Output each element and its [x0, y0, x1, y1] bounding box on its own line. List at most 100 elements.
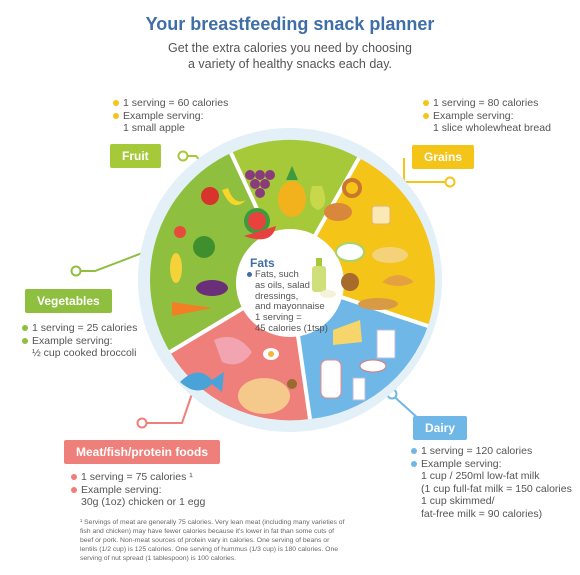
fats-line: as oils, salad — [255, 279, 310, 291]
fruit-info: 1 serving = 60 calories Example serving:… — [113, 97, 228, 135]
corn-icon — [170, 253, 182, 283]
milk-carton-icon — [376, 329, 396, 359]
fats-center — [236, 229, 344, 337]
footnote: ¹ Servings of meat are generally 75 calo… — [80, 518, 510, 563]
grains-tag: Grains — [412, 145, 475, 169]
vegetables-tag: Vegetables — [25, 289, 112, 313]
dairy-example: 1 cup / 250ml low-fat milk — [421, 470, 540, 482]
dairy-foods — [320, 320, 396, 401]
bullet-dot — [113, 112, 119, 119]
grains-info: 1 serving = 80 calories Example serving:… — [423, 97, 551, 135]
bullet-dot — [113, 100, 119, 106]
vegetables-segment — [150, 153, 290, 352]
page-title: Your breastfeeding snack planner — [145, 14, 435, 34]
fats-line: 1 serving = — [255, 312, 302, 324]
dairy-example: (1 cup full-fat milk = 150 calories — [421, 482, 572, 495]
fish-icon — [180, 372, 224, 392]
fruit-serving: 1 serving = 60 calories — [123, 97, 229, 109]
grains-serving: 1 serving = 80 calories — [433, 97, 539, 109]
eggplant-icon — [196, 280, 228, 296]
nuts-icon — [287, 379, 297, 389]
vegetables-example: ½ cup cooked broccoli — [32, 347, 137, 359]
vegetables-serving: 1 serving = 25 calories — [32, 322, 138, 334]
mayonnaise-jar-icon — [320, 290, 336, 298]
bullet-dot — [22, 325, 28, 331]
dairy-example: 1 cup skimmed/ — [421, 495, 495, 507]
bullet-dot — [411, 460, 417, 467]
bread-slice-icon — [371, 205, 391, 225]
vegetables-example-label: Example serving: — [32, 334, 113, 347]
fats-foods — [312, 258, 336, 298]
pretzel-icon — [342, 178, 362, 198]
meat-connector — [146, 384, 196, 424]
vegetables-info: 1 serving = 25 calories Example serving:… — [22, 322, 137, 360]
meat-tag: Meat/fish/protein foods — [64, 440, 220, 464]
bullet-dot — [22, 337, 28, 344]
bullet-dot — [411, 448, 417, 454]
baguette-icon — [358, 298, 398, 310]
watermelon-slice-icon — [244, 226, 276, 240]
fats-title: Fats — [250, 256, 275, 270]
pears-icon — [310, 186, 326, 210]
milk-bottle-icon — [320, 359, 342, 399]
yogurt-bowl-icon — [359, 359, 387, 373]
fats-line: 45 calories (1tsp) — [255, 322, 328, 334]
milk-glass-icon — [352, 377, 366, 401]
vegetables-connector-dot — [70, 265, 82, 277]
tomato-icon — [174, 226, 186, 238]
apple-icon — [201, 187, 219, 205]
fruit-foods — [201, 166, 326, 240]
meat-example-label: Example serving: — [81, 483, 162, 496]
fruit-connector-dot — [177, 150, 189, 162]
meat-connector-dot — [136, 417, 148, 429]
footnote-line: fish and chicken) may have fewer calorie… — [80, 528, 335, 535]
vegetable-foods — [170, 226, 228, 316]
bullet-dot — [71, 474, 77, 480]
grains-connector-dot — [444, 176, 456, 188]
footnote-line: beef or pork. Non-meat sources of protei… — [80, 537, 330, 544]
fats-description: Fats, such as oils, salad dressings, and… — [247, 269, 328, 335]
fats-line: dressings, — [255, 290, 299, 302]
oil-bottle-icon — [312, 266, 326, 292]
footnote-line: serving of nut spread (1 tablespoon) is … — [80, 555, 237, 562]
vegetables-connector — [76, 249, 151, 272]
meat-info: 1 serving = 75 calories ¹ Example servin… — [71, 471, 205, 509]
chicken-icon — [238, 378, 290, 414]
fruit-example: 1 small apple — [123, 122, 185, 134]
footnote-line: lentils (1/2 cup) is 125 calories. One s… — [80, 546, 339, 553]
grains-example: 1 slice wholewheat bread — [433, 122, 551, 134]
broccoli-icon — [193, 236, 215, 258]
banana-icon — [222, 188, 246, 206]
fruit-example-label: Example serving: — [123, 109, 204, 122]
subtitle-line: a variety of healthy snacks each day. — [187, 57, 393, 71]
pasta-icon — [372, 247, 408, 263]
croissant-icon — [382, 275, 414, 286]
dairy-serving: 1 serving = 120 calories — [421, 445, 533, 457]
fats-line: and mayonnaise — [255, 301, 325, 313]
dairy-tag: Dairy — [413, 416, 468, 440]
bullet-dot — [423, 112, 429, 119]
bullet-dot — [71, 486, 77, 493]
subtitle-line: Get the extra calories you need by choos… — [168, 41, 412, 55]
ham-icon — [214, 336, 252, 365]
dairy-example: fat-free milk = 90 calories) — [421, 507, 543, 520]
grapes-icon — [245, 170, 275, 198]
meat-example: 30g (1oz) chicken or 1 egg — [81, 496, 206, 508]
carrot-icon — [172, 302, 212, 316]
cookie-icon — [341, 273, 359, 291]
fruit-tag: Fruit — [110, 144, 161, 168]
meat-foods — [180, 336, 297, 414]
grains-example-label: Example serving: — [433, 109, 514, 122]
bread-roll-icon — [324, 203, 352, 221]
fats-line: Fats, such — [255, 269, 299, 280]
footnote-line: ¹ Servings of meat are generally 75 calo… — [80, 519, 345, 526]
bullet-dot — [247, 271, 252, 277]
meat-serving: 1 serving = 75 calories ¹ — [81, 471, 193, 483]
dairy-example-label: Example serving: — [421, 457, 502, 470]
noodle-bowl-icon — [335, 242, 365, 262]
dairy-info: 1 serving = 120 calories Example serving… — [411, 445, 572, 520]
page-subtitle: Get the extra calories you need by choos… — [140, 40, 440, 72]
cheese-icon — [333, 320, 362, 345]
pineapple-icon — [278, 181, 306, 217]
